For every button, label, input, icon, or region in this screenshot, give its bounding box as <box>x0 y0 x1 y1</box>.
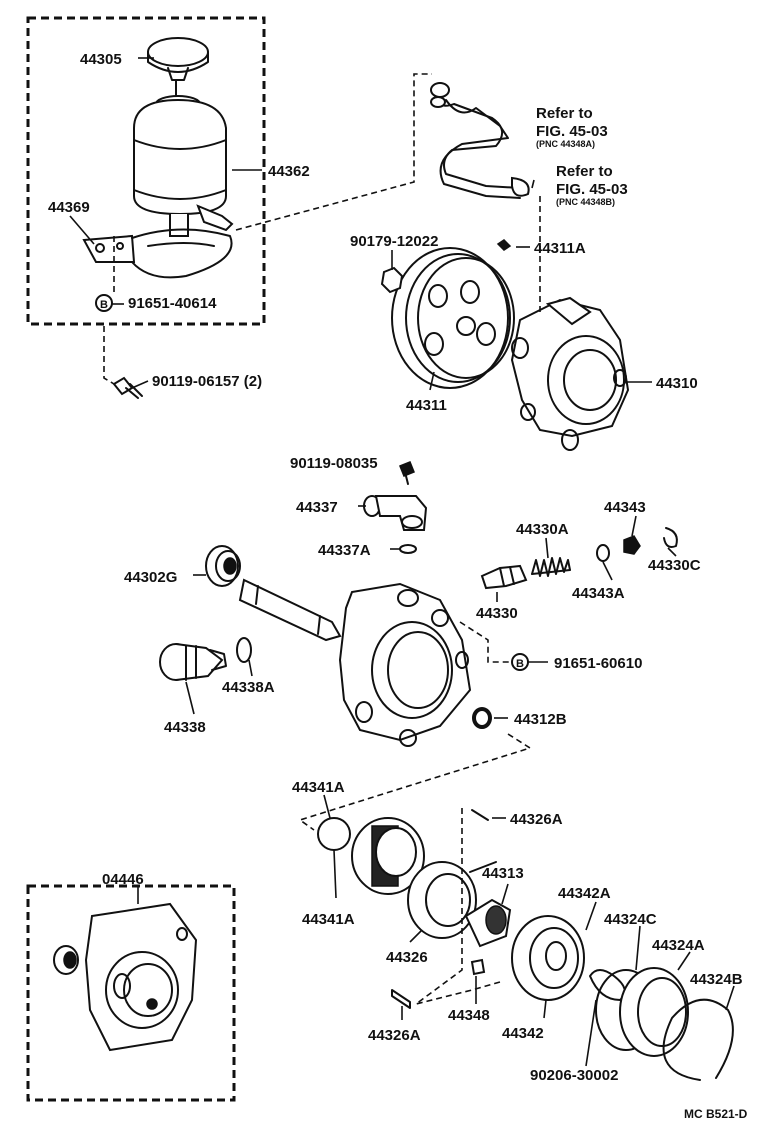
label-44305: 44305 <box>80 51 122 68</box>
label-91651-60610: 91651-60610 <box>554 655 642 672</box>
shaft[interactable] <box>238 578 342 642</box>
footer-code: MC B521-D <box>684 1107 748 1121</box>
label-44310: 44310 <box>656 375 698 392</box>
label-44338: 44338 <box>164 719 206 736</box>
leader-lines <box>69 57 735 1067</box>
gasket-kit-box <box>26 884 236 1102</box>
label-44326A-top: 44326A <box>510 811 563 828</box>
nut-90179-12022[interactable] <box>380 266 404 294</box>
return-hose[interactable] <box>430 82 530 199</box>
spring-44330A[interactable] <box>531 557 571 577</box>
label-44341A-top: 44341A <box>292 779 345 796</box>
label-44326A-bot: 44326A <box>368 1027 421 1044</box>
label-44342A: 44342A <box>558 885 611 902</box>
o-ring-90206-30002[interactable] <box>589 969 626 1001</box>
pin-44341A-top[interactable] <box>317 817 351 851</box>
label-90206-30002: 90206-30002 <box>530 1067 618 1084</box>
flow-control-44338[interactable] <box>159 643 227 681</box>
vane-44348[interactable] <box>470 958 486 976</box>
svg-text:(PNC 44348A): (PNC 44348A) <box>536 139 595 149</box>
bracket-44369[interactable] <box>82 228 233 279</box>
label-44330A: 44330A <box>516 521 569 538</box>
bolt-90119-08035[interactable] <box>399 461 415 485</box>
snap-ring-44324B[interactable] <box>662 998 734 1081</box>
valve-44330[interactable] <box>480 564 528 590</box>
reservoir-cap-44305[interactable] <box>147 37 209 97</box>
plug-44343[interactable] <box>623 535 641 555</box>
label-44326: 44326 <box>386 949 428 966</box>
pulley-44311[interactable] <box>391 247 515 389</box>
label-44341A-bot: 44341A <box>302 911 355 928</box>
reservoir-kit-box <box>26 16 266 326</box>
label-44362: 44362 <box>268 163 310 180</box>
snap-ring-44330C[interactable] <box>663 527 678 548</box>
label-44337A: 44337A <box>318 542 371 559</box>
svg-text:Refer to: Refer to <box>556 163 613 180</box>
label-91651-40614: 91651-40614 <box>128 295 217 312</box>
label-44324A: 44324A <box>652 937 705 954</box>
b-marker-1: B <box>95 294 113 312</box>
label-44342: 44342 <box>502 1025 544 1042</box>
pump-housing[interactable] <box>338 582 472 747</box>
label-44311A: 44311A <box>534 240 586 257</box>
cam-ring-44341A[interactable] <box>351 817 425 895</box>
o-ring-44343A[interactable] <box>596 544 610 562</box>
gasket-kit-parts[interactable] <box>53 902 198 1052</box>
label-44337: 44337 <box>296 499 338 516</box>
label-44313: 44313 <box>482 865 524 882</box>
label-90119-08035: 90119-08035 <box>290 455 378 472</box>
label-44330C: 44330C <box>648 557 701 574</box>
label-44348: 44348 <box>448 1007 490 1024</box>
key-44311A[interactable] <box>496 239 512 251</box>
reservoir-tank[interactable] <box>133 95 234 237</box>
refer-note-44348B: Refer to FIG. 45-03 (PNC 44348B) <box>556 163 628 207</box>
label-44343: 44343 <box>604 499 646 516</box>
refer-note-44348A: Refer to FIG. 45-03 (PNC 44348A) <box>536 105 608 149</box>
o-ring-44338A[interactable] <box>236 637 252 663</box>
plate-44326[interactable] <box>407 861 497 939</box>
bearing-44302G[interactable] <box>205 545 241 587</box>
svg-text:FIG. 45-03: FIG. 45-03 <box>536 123 608 140</box>
svg-text:B: B <box>100 299 108 311</box>
label-44369: 44369 <box>48 199 90 216</box>
label-44343A: 44343A <box>572 585 625 602</box>
o-ring-44337A[interactable] <box>399 544 417 554</box>
callout-labels: 44305 44362 44369 91651-40614 90119-0615… <box>48 51 748 1121</box>
side-plate-44342[interactable] <box>511 915 585 1001</box>
dashed-lines <box>103 73 541 1005</box>
rotor-44313[interactable] <box>464 898 512 948</box>
vane-44326A-top[interactable] <box>471 809 489 821</box>
pump-assembly-44310[interactable] <box>510 296 630 451</box>
seal-44312B[interactable] <box>472 707 492 729</box>
union-44337[interactable] <box>363 495 428 531</box>
vane-44326A-bot[interactable] <box>391 989 411 1009</box>
svg-text:B: B <box>516 658 524 670</box>
svg-text:(PNC 44348B): (PNC 44348B) <box>556 197 615 207</box>
label-44324C: 44324C <box>604 911 657 928</box>
label-44324B: 44324B <box>690 971 743 988</box>
b-marker-2: B <box>511 653 529 671</box>
label-90179-12022: 90179-12022 <box>350 233 438 250</box>
label-04446: 04446 <box>102 871 144 888</box>
label-44330: 44330 <box>476 605 518 622</box>
svg-text:Refer to: Refer to <box>536 105 593 122</box>
label-44338A: 44338A <box>222 679 275 696</box>
label-44302G: 44302G <box>124 569 177 586</box>
bolt-90119-06157[interactable] <box>112 376 143 399</box>
label-44312B: 44312B <box>514 711 567 728</box>
label-44311: 44311 <box>406 397 447 414</box>
label-90119-06157: 90119-06157 (2) <box>152 373 262 390</box>
cover-44324A[interactable] <box>619 967 689 1057</box>
svg-text:FIG. 45-03: FIG. 45-03 <box>556 181 628 198</box>
